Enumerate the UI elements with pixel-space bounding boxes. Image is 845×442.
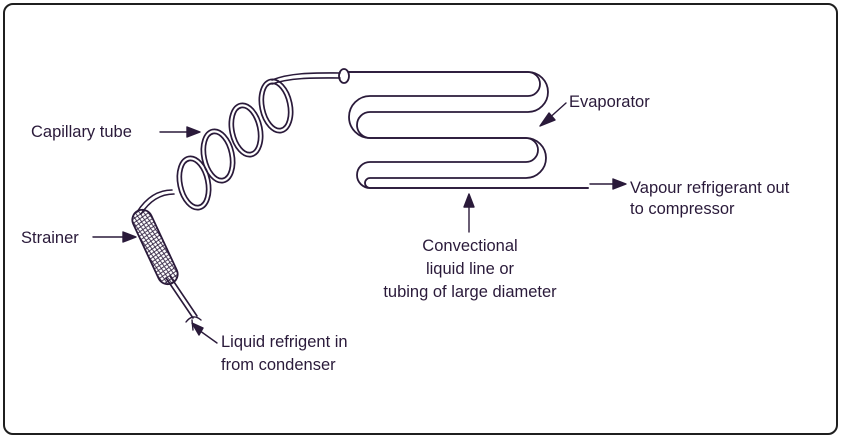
capillary-tube-label: Capillary tube [31, 123, 132, 141]
convectional-label-line2: liquid line or [425, 260, 515, 278]
strainer-to-coil-tube [136, 189, 175, 215]
liquid-in-label-line2: from condenser [221, 356, 336, 374]
vapour-out-label-line1: Vapour refrigerant out [630, 179, 790, 197]
evaporator-coil [348, 71, 589, 189]
convectional-label-line3: tubing of large diameter [383, 283, 557, 301]
liquid-in-label-line1: Liquid refrigent in [221, 333, 348, 351]
evaporator-label: Evaporator [569, 93, 650, 111]
strainer-label: Strainer [21, 229, 79, 247]
arrows [92, 102, 627, 344]
capillary-coils [176, 78, 294, 211]
vapour-out-label-line2: to compressor [630, 200, 735, 218]
capillary-lead [271, 72, 341, 85]
strainer [131, 208, 179, 286]
capillary-joint [338, 68, 350, 84]
convectional-label-line1: Convectional [422, 237, 518, 255]
